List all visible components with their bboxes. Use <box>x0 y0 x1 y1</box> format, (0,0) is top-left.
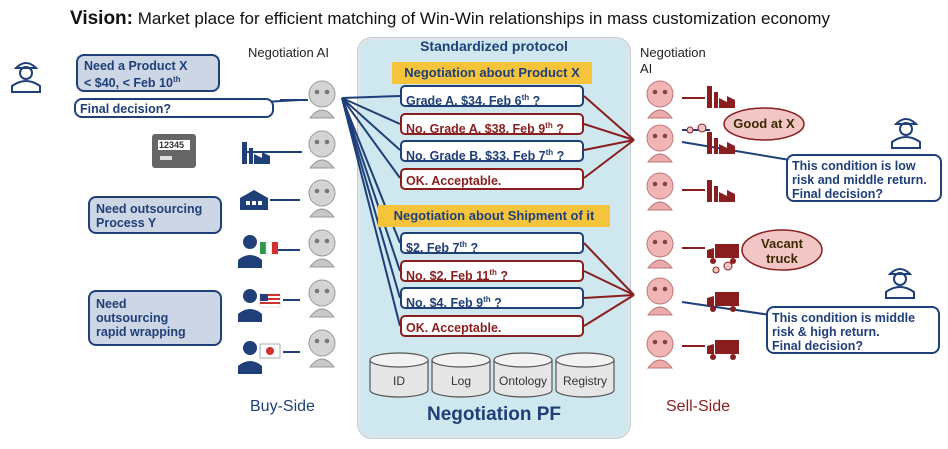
factory-icon <box>242 142 270 164</box>
db-label-log: Log <box>451 374 471 388</box>
sell-ai-label: Negotiation AI <box>640 45 706 76</box>
meter-display: 12345 <box>159 140 185 150</box>
database-cylinder <box>493 352 553 398</box>
bubble-low-risk: This condition is low risk and middle re… <box>786 154 942 202</box>
sell-asset-column <box>707 86 739 360</box>
robot-icon <box>646 230 674 269</box>
sell-ai-column <box>646 80 674 369</box>
buy-ai-label: Negotiation AI <box>248 45 329 60</box>
robot-icon <box>308 329 336 368</box>
database-cylinder <box>431 352 491 398</box>
title-rest: Market place for efficient matching of W… <box>133 9 830 28</box>
robot-icon <box>646 80 674 119</box>
message-sell: No. $2, Feb 11th ? <box>400 260 584 283</box>
thought-cloud-good <box>686 107 805 141</box>
bubble-need-product: Need a Product X < $40, < Feb 10th <box>76 54 220 92</box>
robot-icon <box>646 124 674 163</box>
message-sell: No. Grade A, $38, Feb 9th ? <box>400 113 584 136</box>
title-bold: Vision: <box>70 8 133 29</box>
database-group: ID Log Ontology Registry <box>369 352 615 398</box>
person-italy-icon <box>238 235 278 268</box>
platform-name: Negotiation PF <box>426 404 562 425</box>
factory-icon <box>707 132 735 154</box>
bubble-need-process: Need outsourcing Process Y <box>88 196 222 234</box>
bubble-need-wrapping: Need outsourcing rapid wrapping <box>88 290 222 346</box>
person-icon <box>891 118 921 149</box>
cloud-text-vacant: Vacant truck <box>761 236 803 266</box>
message-buy: Grade A, $34, Feb 6th ? <box>400 85 584 108</box>
bubble-middle-risk: This condition is middle risk & high ret… <box>766 306 940 354</box>
factory-icon <box>707 180 735 202</box>
message-sell: OK. Acceptable. <box>400 168 584 190</box>
message-buy: No. $4, Feb 9th ? <box>400 287 584 310</box>
robot-icon <box>308 179 336 218</box>
cloud-text-good: Good at X <box>733 116 795 131</box>
sell-side-label: Sell-Side <box>666 398 731 415</box>
robot-icon <box>646 172 674 211</box>
buy-ai-column <box>308 80 336 368</box>
person-icon <box>11 62 41 93</box>
robot-icon <box>308 279 336 318</box>
robot-icon <box>308 229 336 268</box>
negotiation-header-shipment: Negotiation about Shipment of it <box>378 205 610 227</box>
protocol-label: Standardized protocol <box>420 38 568 54</box>
person-usa-icon <box>238 289 281 322</box>
message-sell: OK. Acceptable. <box>400 315 584 337</box>
buy-side-label: Buy-Side <box>250 398 315 415</box>
person-japan-icon <box>238 341 281 374</box>
bubble-final-decision: Final decision? <box>74 98 274 118</box>
database-cylinder <box>555 352 615 398</box>
negotiation-header-product: Negotiation about Product X <box>392 62 592 84</box>
db-label-ontology: Ontology <box>499 374 547 388</box>
message-buy: No. Grade B, $33, Feb 7th ? <box>400 140 584 163</box>
message-buy: $2, Feb 7th ? <box>400 232 584 255</box>
db-label-registry: Registry <box>563 374 607 388</box>
page-title: Vision: Market place for efficient match… <box>70 8 830 30</box>
db-label-id: ID <box>393 374 405 388</box>
truck-icon <box>707 292 739 312</box>
robot-icon <box>308 130 336 169</box>
thought-cloud-vacant <box>712 229 823 274</box>
truck-icon <box>707 244 739 264</box>
robot-icon <box>308 80 336 119</box>
robot-icon <box>646 277 674 316</box>
person-icon <box>885 268 915 299</box>
robot-icon <box>646 330 674 369</box>
meter-icon <box>152 134 196 168</box>
database-cylinder <box>369 352 429 398</box>
factory-icon <box>707 86 735 108</box>
truck-icon <box>707 340 739 360</box>
warehouse-icon <box>240 190 268 210</box>
